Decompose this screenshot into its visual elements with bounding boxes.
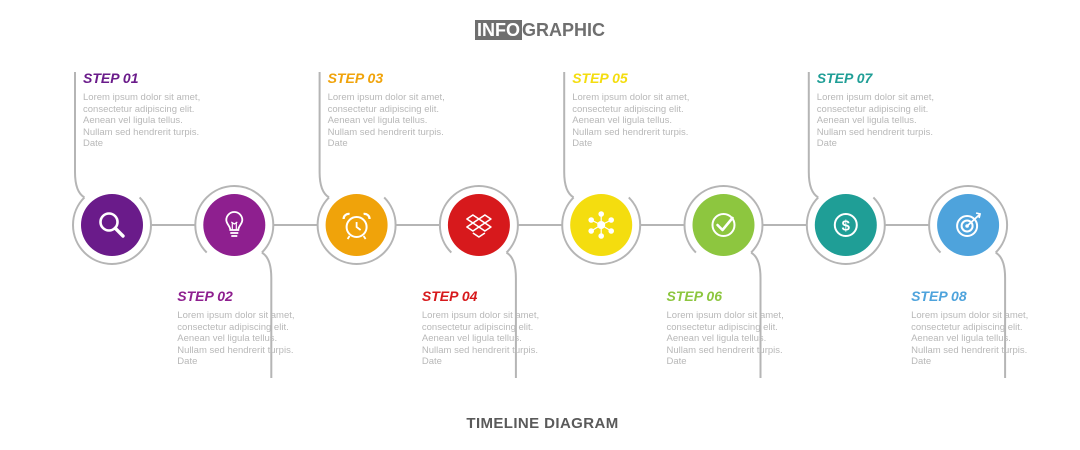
search-icon [99,212,125,238]
step-ring-8 [928,185,1009,254]
step-circle-1 [81,194,143,256]
step-date: Date [911,356,932,368]
step-ring-6 [683,185,764,254]
step-text-block-1: STEP 01 Lorem ipsum dolor sit amet, conse… [83,70,201,150]
step-text-block-4: STEP 04 Lorem ipsum dolor sit amet, conse… [422,288,540,368]
step-leader-line-5 [563,72,575,199]
step-description: Lorem ipsum dolor sit amet, consectetur … [421,310,540,356]
step-circle-4 [447,194,510,256]
step-title: STEP 04 [421,288,478,304]
step-description: Lorem ipsum dolor sit amet, consectetur … [816,92,935,138]
svg-text:$: $ [842,218,851,235]
step-leader-line-8 [995,251,1007,378]
step-description: Lorem ipsum dolor sit amet, consectetur … [572,92,690,138]
step-description: Lorem ipsum dolor sit amet, consectetur … [83,92,201,138]
dollar-icon: $ [833,213,858,237]
step-text-block-5: STEP 05 Lorem ipsum dolor sit amet, conse… [572,70,690,150]
step-text-block-6: STEP 06 Lorem ipsum dolor sit amet, conse… [667,288,785,368]
step-ring-5 [561,196,642,265]
step-leader-line-7 [807,72,819,199]
step-date: Date [572,138,593,150]
step-ring-7 [805,196,886,265]
step-leader-line-1 [74,72,85,199]
step-date: Date [83,138,104,150]
step-ring-1 [72,196,152,265]
step-node-3 [316,72,397,265]
step-ring-2 [194,185,275,254]
step-ring-4 [438,185,519,254]
lightbulb-icon [225,211,244,237]
header-rest: GRAPHIC [521,20,605,40]
network-icon [588,211,614,239]
step-text-block-7: STEP 07 Lorem ipsum dolor sit amet, conse… [817,70,935,150]
checkmark-icon [711,213,736,237]
step-date: Date [666,356,687,368]
step-leader-line-4 [505,251,517,378]
step-title: STEP 06 [666,288,723,304]
step-title: STEP 05 [572,70,628,86]
step-description: Lorem ipsum dolor sit amet, consectetur … [911,310,1029,356]
step-date: Date [421,356,442,368]
step-date: Date [816,138,837,150]
diagram-title: TIMELINE DIAGRAM [466,415,619,432]
step-node-1 [72,72,152,265]
step-title: STEP 03 [327,70,384,86]
step-leader-line-3 [318,72,330,199]
step-circle-6 [692,194,755,256]
alarm-clock-icon [342,212,371,240]
step-title: STEP 01 [83,70,139,86]
step-node-4 [438,185,519,378]
step-title: STEP 02 [177,288,233,304]
step-description: Lorem ipsum dolor sit amet, consectetur … [327,92,445,138]
step-title: STEP 07 [816,70,873,86]
header-highlight: INFO [474,20,522,40]
step-text-block-2: STEP 02 Lorem ipsum dolor sit amet, conse… [177,288,295,368]
step-title: STEP 08 [911,288,967,304]
target-icon [956,212,982,237]
step-date: Date [177,356,198,368]
step-circle-7 [814,194,877,256]
step-description: Lorem ipsum dolor sit amet, consectetur … [177,310,295,356]
step-node-8 [928,185,1009,378]
dropbox-icon [466,214,492,238]
step-node-7: $ [805,72,886,265]
step-date: Date [327,138,348,150]
step-text-block-3: STEP 03 Lorem ipsum dolor sit amet, conse… [328,70,446,150]
step-node-2 [194,185,275,378]
step-leader-line-2 [261,251,273,378]
step-circle-2 [203,194,266,256]
step-leader-line-6 [750,251,762,378]
step-text-block-8: STEP 08 Lorem ipsum dolor sit amet, conse… [911,288,1029,368]
step-node-5 [561,72,642,265]
step-node-6 [683,185,764,378]
step-description: Lorem ipsum dolor sit amet, consectetur … [666,310,784,356]
step-ring-3 [316,196,397,265]
